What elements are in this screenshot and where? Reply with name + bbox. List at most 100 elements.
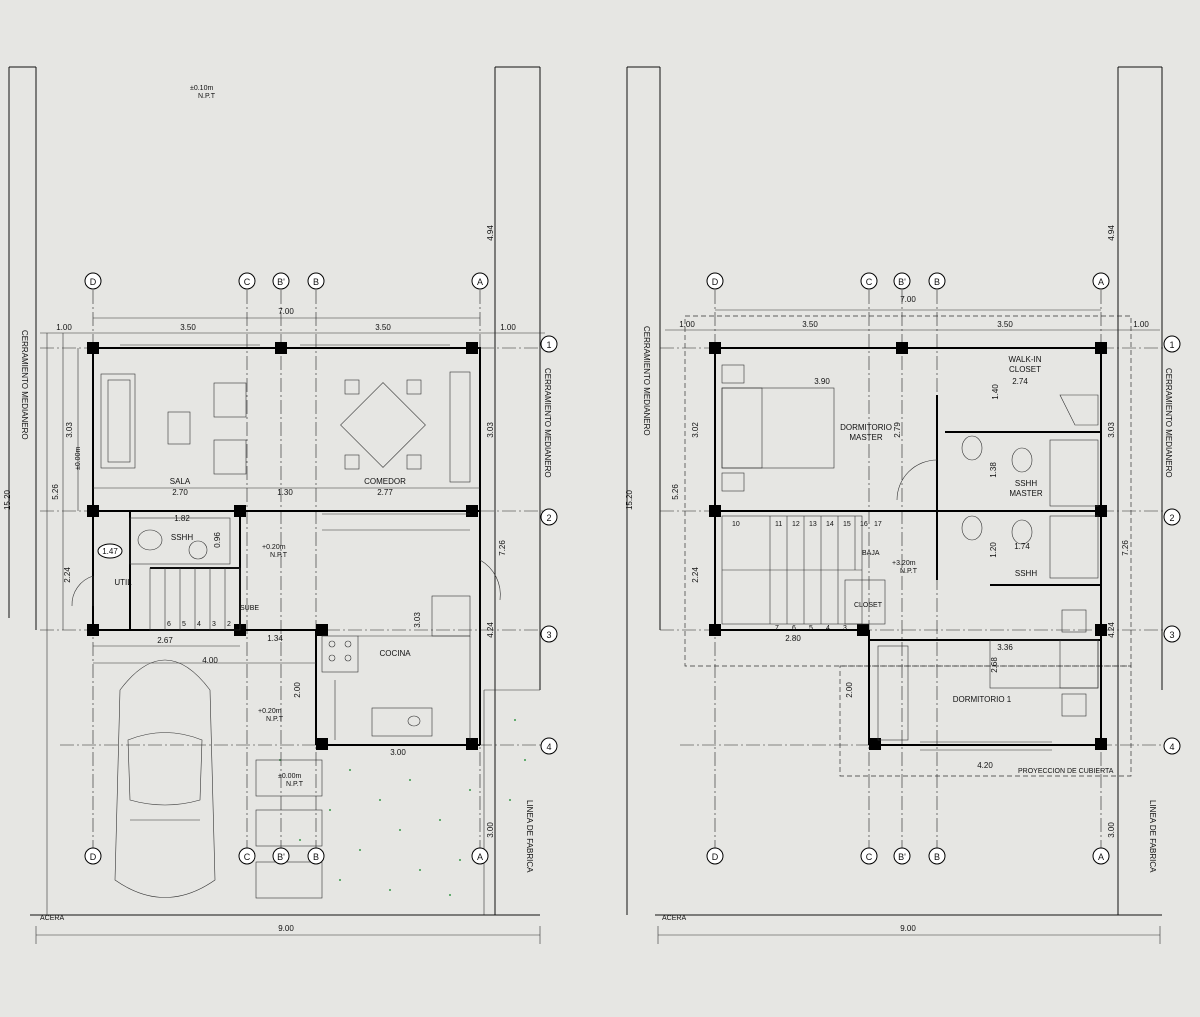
svg-text:B': B': [277, 852, 285, 862]
npt-top-label: N.P.T: [198, 93, 216, 100]
axis-bubbles-right: D C B' B A D C B' B A 1 2 3 4: [706, 272, 1181, 865]
axis-bubbles-left: D C B' B A D C B' B A 1 2 3 4: [84, 272, 558, 865]
step-4r: 4: [826, 625, 830, 632]
room-sshh: SSHH: [171, 533, 193, 542]
side-label-left: CERRAMIENTO MEDIANERO: [20, 330, 29, 440]
sshh-h: 0.96: [213, 532, 222, 548]
svg-text:B': B': [898, 852, 906, 862]
room-master-2: MASTER: [849, 433, 883, 442]
svg-text:D: D: [712, 852, 719, 862]
r-dim-top-2: 3.50: [802, 320, 818, 329]
svg-text:B': B': [898, 277, 906, 287]
dim-top-2: 3.50: [180, 323, 196, 332]
svg-text:A: A: [1098, 852, 1104, 862]
level-r-value: +3.20m: [892, 560, 916, 567]
dim-left-224: 2.24: [63, 567, 72, 583]
acera-label: ACERA: [40, 915, 64, 922]
r-dim-bottom-total: 9.00: [900, 924, 916, 933]
level-3-value: +0.20m: [258, 708, 282, 715]
dim-left-303: 3.03: [65, 422, 74, 438]
r-dim-right-300: 3.00: [1107, 822, 1116, 838]
r-dim-right-303: 3.03: [1107, 422, 1116, 438]
d420: 4.20: [977, 761, 993, 770]
d267: 2.67: [157, 636, 173, 645]
svg-text:1: 1: [546, 340, 551, 350]
step-16: 16: [860, 521, 868, 528]
room-closet: CLOSET: [854, 602, 883, 609]
step-11: 11: [775, 521, 782, 528]
dim-right-300: 3.00: [486, 822, 495, 838]
step-10: 10: [732, 521, 740, 528]
svg-text:B: B: [934, 852, 940, 862]
dim-total-top: 7.00: [278, 307, 294, 316]
r-dim-total-top: 7.00: [900, 295, 916, 304]
svg-text:2: 2: [546, 513, 551, 523]
room-master-1: DORMITORIO: [840, 423, 892, 432]
r-dim-top-4: 1.00: [1133, 320, 1149, 329]
level-3-label: N.P.T: [266, 716, 284, 723]
level-4-value: ±0.00m: [278, 773, 301, 780]
room-sshh-master-2: MASTER: [1009, 489, 1043, 498]
svg-text:D: D: [90, 277, 97, 287]
baja-label: BAJA: [862, 550, 880, 557]
d200-r: 2.00: [845, 682, 854, 698]
sshh-h-r: 1.20: [989, 542, 998, 558]
sshh-master-h: 1.38: [989, 462, 998, 478]
master-h: 2.79: [893, 422, 902, 438]
r-side-label-right: CERRAMIENTO MEDIANERO: [1164, 368, 1173, 478]
step-3: 3: [212, 621, 216, 628]
svg-text:A: A: [1098, 277, 1104, 287]
svg-text:1: 1: [1169, 340, 1174, 350]
level-4-label: N.P.T: [286, 781, 304, 788]
r-dim-left-total: 15.20: [625, 489, 634, 510]
d134: 1.34: [267, 634, 283, 643]
npt-top-value: ±0.10m: [190, 85, 213, 92]
step-6: 6: [167, 621, 171, 628]
util-dim: 1.47: [102, 547, 118, 556]
dim-bottom-total: 9.00: [278, 924, 294, 933]
svg-text:2: 2: [1169, 513, 1174, 523]
step-14: 14: [826, 521, 834, 528]
step-17: 17: [874, 521, 882, 528]
room-cocina: COCINA: [379, 649, 411, 658]
step-6r: 6: [792, 625, 796, 632]
dim-right-494: 4.94: [486, 225, 495, 241]
room-sshh-r: SSHH: [1015, 569, 1037, 578]
left-floor-plan: 7.00 1.00 3.50 3.50 1.00 15.20 5.26 3.03…: [3, 66, 558, 944]
dining-table: [340, 382, 426, 468]
sshh-dim-r: 1.74: [1014, 542, 1030, 551]
room-walkin-2: CLOSET: [1009, 365, 1041, 374]
svg-text:D: D: [90, 852, 97, 862]
r-dim-right-726: 7.26: [1121, 540, 1130, 556]
car-outline: [114, 659, 216, 898]
sube-label: SUBE: [240, 605, 259, 612]
r-linea-fabrica: LINEA DE FABRICA: [1148, 800, 1157, 873]
dorm1-dim: 3.36: [997, 643, 1013, 652]
level-r-label: N.P.T: [900, 568, 918, 575]
svg-text:3: 3: [1169, 630, 1174, 640]
dim-right-424: 4.24: [486, 622, 495, 638]
svg-text:C: C: [244, 277, 251, 287]
svg-text:D: D: [712, 277, 719, 287]
level-1-value: ±0.00m: [75, 447, 82, 470]
svg-text:B': B': [277, 277, 285, 287]
mid-dim: 1.30: [277, 488, 293, 497]
room-comedor: COMEDOR: [364, 477, 406, 486]
r-acera-label: ACERA: [662, 915, 686, 922]
room-dorm1: DORMITORIO 1: [953, 695, 1012, 704]
svg-text:B: B: [313, 852, 319, 862]
master-dim: 3.90: [814, 377, 830, 386]
dim-left-total: 15.20: [3, 489, 12, 510]
svg-text:B: B: [934, 277, 940, 287]
comedor-dim: 2.77: [377, 488, 393, 497]
d280: 2.80: [785, 634, 801, 643]
level-2-label: N.P.T: [270, 552, 288, 559]
step-13: 13: [809, 521, 817, 528]
svg-text:4: 4: [1169, 742, 1174, 752]
step-2: 2: [227, 621, 231, 628]
room-walkin-1: WALK-IN: [1008, 355, 1041, 364]
dim-top-4: 1.00: [500, 323, 516, 332]
svg-text:A: A: [477, 277, 483, 287]
cocina-width: 3.00: [390, 748, 406, 757]
